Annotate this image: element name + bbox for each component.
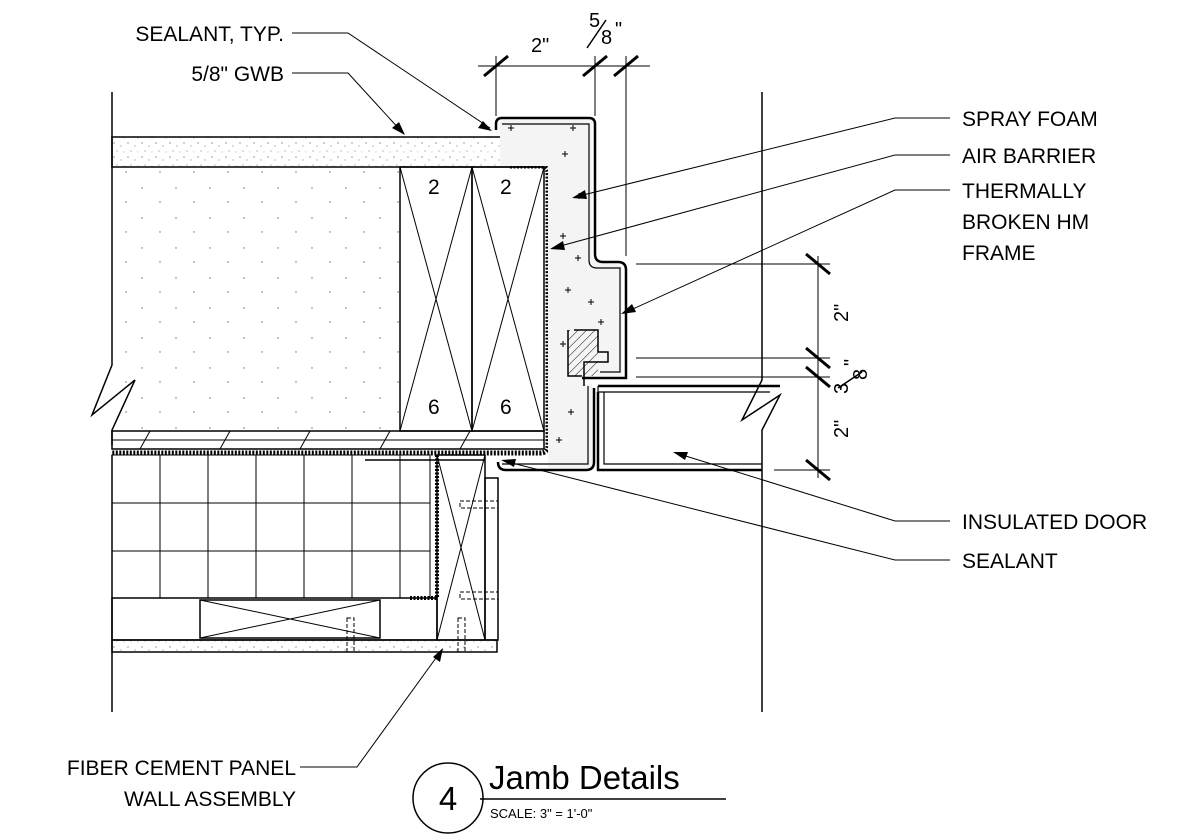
detail-title: Jamb Details: [489, 759, 680, 796]
label-panel-line2: WALL ASSEMBLY: [124, 788, 296, 811]
dimension-right-mid-numerator: 3: [831, 383, 853, 394]
leader-spray-foam: [572, 117, 950, 199]
label-frame-line2: BROKEN HM: [962, 211, 1089, 234]
label-air-barrier: AIR BARRIER: [962, 145, 1096, 168]
right-dimension-line: [805, 252, 831, 482]
wall-sheathing: [111, 430, 545, 450]
wall-insulation: [112, 167, 400, 431]
frame-stop: [567, 329, 609, 386]
leader-fiber-cement-panel: [300, 648, 443, 768]
leader-sealant: [501, 459, 950, 561]
leader-insulated-door: [673, 452, 950, 522]
label-sealant-typ: SEALANT, TYP.: [135, 23, 284, 46]
dimension-top-right-unit: ": [615, 19, 622, 41]
leader-air-barrier: [550, 154, 950, 250]
fiber-cement-panel: [111, 639, 498, 653]
detail-number: 4: [439, 780, 457, 817]
label-frame-line1: THERMALLY: [962, 180, 1086, 203]
label-gwb: 5/8" GWB: [191, 63, 284, 86]
dimension-top-left: 2": [531, 35, 549, 57]
dimension-extension-lines: [495, 56, 830, 471]
detail-title-block: [412, 762, 726, 834]
detail-number-bubble: [412, 762, 484, 834]
label-panel-line1: FIBER CEMENT PANEL: [67, 757, 296, 780]
label-insulated-door: INSULATED DOOR: [962, 511, 1147, 534]
jamb-blocking: [365, 454, 499, 653]
dimension-top-right-numerator: 5: [589, 10, 600, 32]
label-sealant: SEALANT: [962, 550, 1058, 573]
exterior-insulation: [111, 454, 431, 599]
dimension-top-right-denominator: 8: [601, 27, 612, 49]
dimension-right-fraction-bar: [837, 371, 863, 389]
dimension-right-mid-denominator: 8: [850, 369, 872, 380]
detail-scale: SCALE: 3" = 1'-0": [490, 806, 593, 821]
stud-mark-bottom-right: 6: [500, 396, 512, 419]
top-dimension-line: [478, 54, 650, 78]
stud-mark-bottom-left: 6: [428, 396, 440, 419]
leader-gwb: [292, 72, 405, 135]
dimension-right-mid-unit: ": [841, 359, 863, 366]
stud-mark-top-left: 2: [428, 176, 440, 199]
dimension-right-lower: 2": [831, 420, 853, 438]
wood-studs: [399, 166, 545, 432]
leader-hm-frame: [621, 189, 950, 314]
gypsum-board: [111, 136, 545, 168]
stud-mark-top-right: 2: [500, 176, 512, 199]
leader-sealant-typ: [292, 32, 492, 131]
dimension-right-upper: 2": [831, 304, 853, 322]
insulated-door: [596, 384, 780, 472]
label-frame-line3: FRAME: [962, 242, 1036, 265]
label-spray-foam: SPRAY FOAM: [962, 108, 1098, 131]
dimension-top-fraction-bar: [586, 19, 607, 49]
hm-frame: [494, 116, 628, 472]
